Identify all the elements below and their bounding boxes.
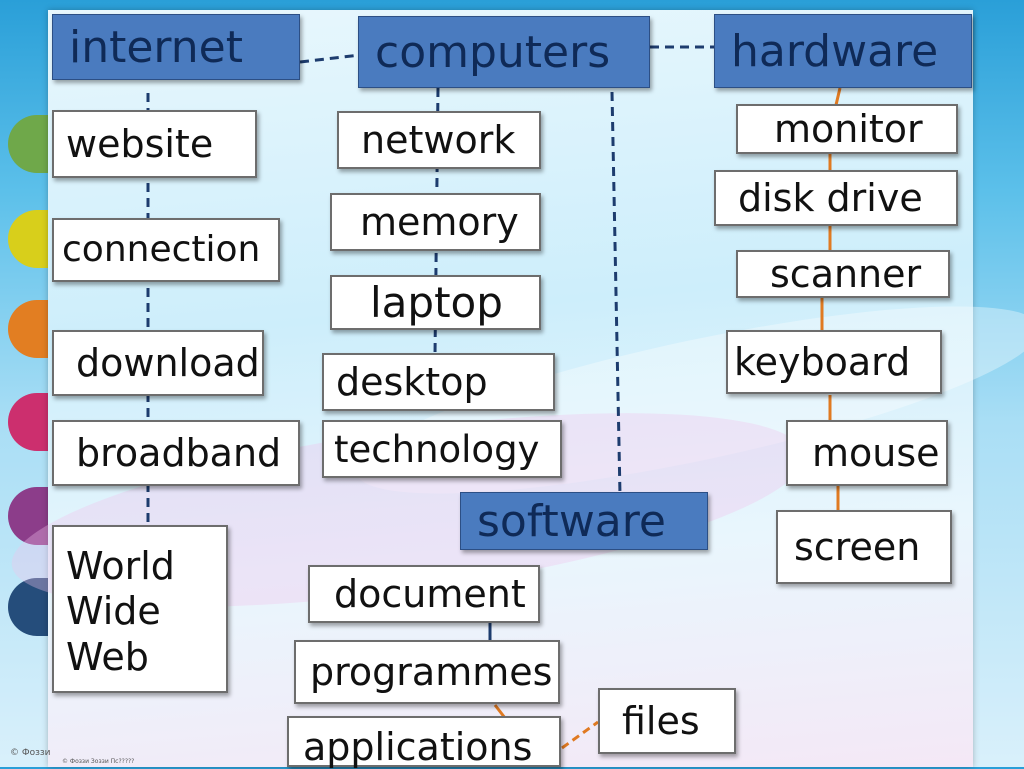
item-files: files	[598, 688, 736, 754]
item-screen-label: screen	[794, 528, 920, 566]
item-files-label: files	[622, 702, 700, 740]
item-document-label: document	[334, 575, 526, 613]
header-software: software	[460, 492, 708, 550]
item-broadband-label: broadband	[76, 434, 281, 472]
item-applications: applications	[287, 716, 561, 767]
item-connection: connection	[52, 218, 280, 282]
header-hardware: hardware	[714, 14, 972, 88]
item-desktop-label: desktop	[336, 363, 488, 401]
item-broadband: broadband	[52, 420, 300, 486]
item-laptop: laptop	[330, 275, 541, 330]
header-software-label: software	[477, 496, 666, 547]
item-programmes: programmes	[294, 640, 560, 704]
item-programmes-label: programmes	[310, 653, 552, 691]
item-mouse: mouse	[786, 420, 948, 486]
item-applications-label: applications	[303, 728, 532, 766]
item-keyboard: keyboard	[726, 330, 942, 394]
item-website: website	[52, 110, 257, 178]
item-download: download	[52, 330, 264, 396]
item-download-label: download	[76, 344, 260, 382]
item-mouse-label: mouse	[812, 434, 940, 472]
item-laptop-label: laptop	[370, 282, 503, 324]
item-desktop: desktop	[322, 353, 555, 411]
item-technology-label: technology	[334, 431, 539, 468]
item-website-label: website	[66, 125, 213, 163]
header-computers: computers	[358, 16, 650, 88]
www-line-1: World	[66, 544, 175, 590]
item-disk-drive: disk drive	[714, 170, 958, 226]
item-memory-label: memory	[360, 203, 519, 241]
item-scanner: scanner	[736, 250, 950, 298]
item-disk-drive-label: disk drive	[738, 179, 923, 217]
item-memory: memory	[330, 193, 541, 251]
item-world-wide-web: World Wide Web	[52, 525, 228, 693]
item-scanner-label: scanner	[770, 255, 921, 293]
header-internet: internet	[52, 14, 300, 80]
item-network-label: network	[361, 121, 515, 159]
header-internet-label: internet	[69, 22, 243, 73]
footer-right-text: © Фоззи Зоззи Пс?????	[62, 758, 134, 765]
item-technology: technology	[322, 420, 562, 478]
footer-left-text: © Фоззи	[10, 748, 51, 758]
item-keyboard-label: keyboard	[734, 343, 910, 381]
header-hardware-label: hardware	[731, 26, 938, 77]
footer-right: © Фоззи Зоззи Пс?????	[62, 758, 134, 765]
item-document: document	[308, 565, 540, 623]
header-computers-label: computers	[375, 27, 610, 78]
item-monitor-label: monitor	[774, 110, 923, 148]
footer-left: © Фоззи	[10, 748, 51, 758]
item-screen: screen	[776, 510, 952, 584]
item-network: network	[337, 111, 541, 169]
www-line-3: Web	[66, 635, 149, 681]
item-monitor: monitor	[736, 104, 958, 154]
item-connection-label: connection	[62, 232, 260, 268]
www-line-2: Wide	[66, 589, 161, 635]
